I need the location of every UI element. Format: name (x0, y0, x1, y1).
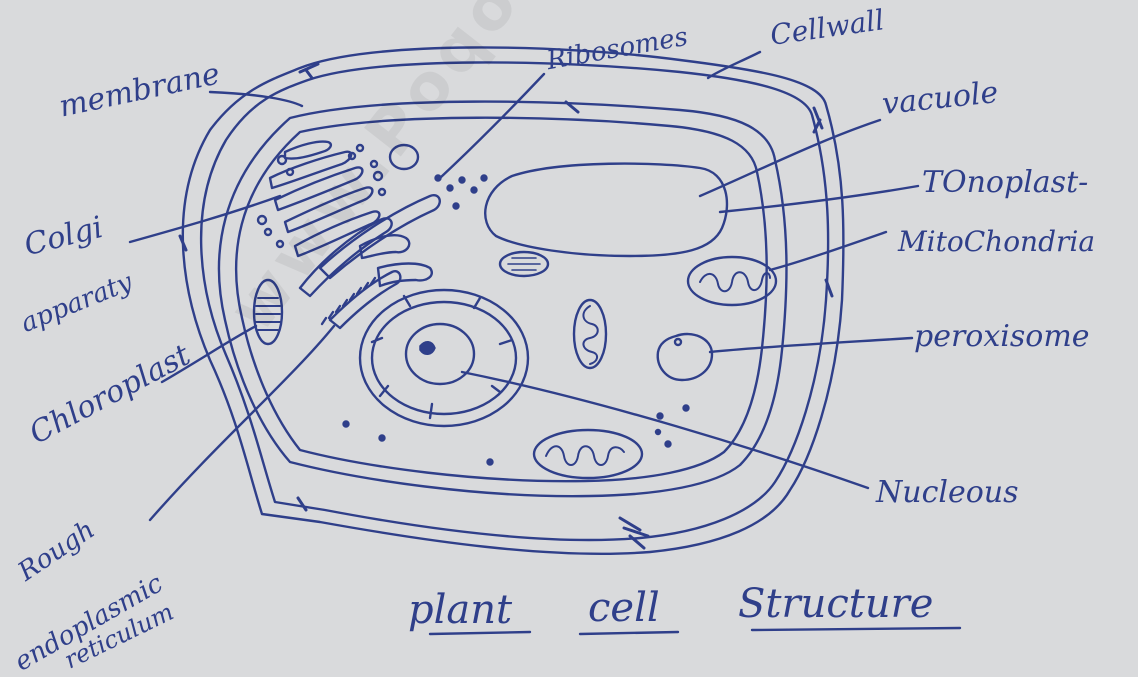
pointer-peroxisome (710, 338, 912, 352)
label-peroxisome: peroxisome (914, 322, 1090, 352)
title-word-2: cell (588, 588, 660, 628)
pointer-vacuole (700, 120, 880, 196)
title-word-3: Structure (738, 584, 933, 624)
pointer-nucleous (462, 372, 868, 488)
nuclear-envelope-inner (372, 302, 516, 414)
mitochondrion-center (574, 300, 606, 368)
label-tonoplast: TOnoplast- (922, 168, 1088, 198)
peroxisome-shape (658, 334, 712, 380)
vacuole (485, 164, 727, 256)
diagram-canvas: membrane Ribosomes Cellwall vacuole TOno… (0, 0, 1138, 654)
mitochondrion-bottom (534, 430, 642, 478)
pointer-membrane (210, 92, 302, 106)
label-mitochondria: MitoChondria (898, 228, 1095, 256)
nuclear-envelope-outer (360, 290, 528, 426)
pointer-tonoplast (720, 186, 918, 212)
nucleolus (406, 324, 474, 384)
title-word-1: plant (408, 590, 512, 630)
label-nucleous: Nucleous (876, 478, 1019, 508)
